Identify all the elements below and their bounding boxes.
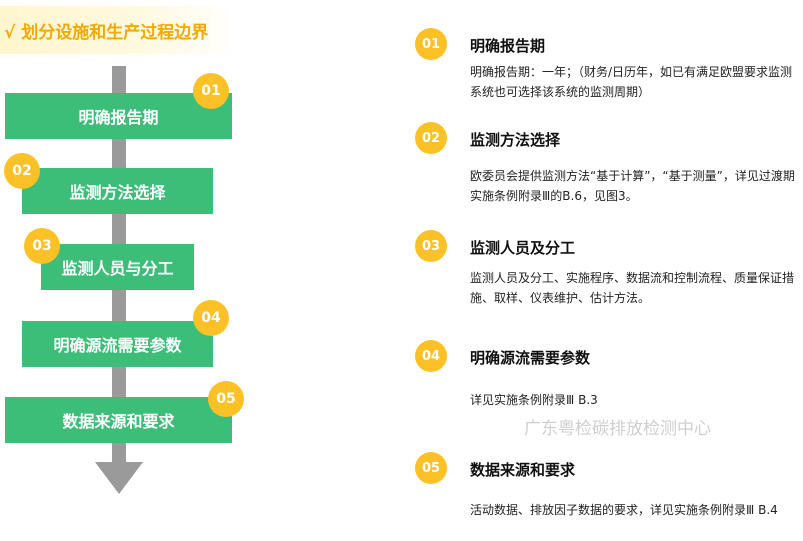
- flow-step-3: 监测人员与分工: [41, 244, 194, 290]
- flow-step-label: 数据来源和要求: [62, 412, 175, 431]
- flow-step-badge: 02: [4, 153, 40, 189]
- flow-step-badge: 03: [24, 228, 60, 264]
- detail-badge: 02: [415, 122, 447, 154]
- flow-step-label: 明确报告期: [78, 108, 159, 127]
- detail-badge: 05: [415, 452, 447, 484]
- watermark-text: 广东粤检碳排放检测中心: [524, 419, 711, 439]
- flow-step-label: 监测人员与分工: [61, 259, 174, 278]
- detail-title: 数据来源和要求: [470, 461, 576, 479]
- detail-desc: 活动数据、排放因子数据的要求，详见实施条例附录Ⅲ B.4: [470, 503, 778, 517]
- flow-step-badge: 04: [193, 300, 229, 336]
- flow-step-badge: 01: [193, 73, 229, 109]
- detail-desc: 详见实施条例附录Ⅲ B.3: [470, 393, 598, 407]
- detail-desc: 欧委员会提供监测方法“基于计算”，“基于测量”，详见过渡期实施条例附录Ⅲ的B.6…: [470, 169, 795, 203]
- flow-step-label: 明确源流需要参数: [53, 336, 182, 355]
- detail-badge: 03: [415, 230, 447, 262]
- detail-title: 明确源流需要参数: [470, 349, 591, 367]
- detail-desc: 监测人员及分工、实施程序、数据流和控制流程、质量保证措施、取样、仪表维护、估计方…: [470, 271, 795, 305]
- flow-step-4: 明确源流需要参数: [22, 321, 213, 367]
- detail-title: 明确报告期: [470, 37, 546, 55]
- flow-arrow-head: [95, 462, 143, 494]
- detail-title: 监测方法选择: [470, 131, 561, 149]
- section-title: √ 划分设施和生产过程边界: [4, 22, 209, 43]
- flow-step-label: 监测方法选择: [69, 183, 166, 202]
- detail-desc: 明确报告期：一年；（财务/日历年，如已有满足欧盟要求监测系统也可选择该系统的监测…: [470, 65, 793, 99]
- flow-step-1: 明确报告期: [5, 93, 232, 139]
- flow-step-5: 数据来源和要求: [5, 397, 232, 443]
- detail-badge: 04: [415, 340, 447, 372]
- detail-badge: 01: [415, 28, 447, 60]
- flow-step-badge: 05: [208, 381, 244, 417]
- detail-title: 监测人员及分工: [470, 239, 576, 257]
- flow-step-2: 监测方法选择: [22, 168, 213, 214]
- section-header: √ 划分设施和生产过程边界: [0, 6, 236, 54]
